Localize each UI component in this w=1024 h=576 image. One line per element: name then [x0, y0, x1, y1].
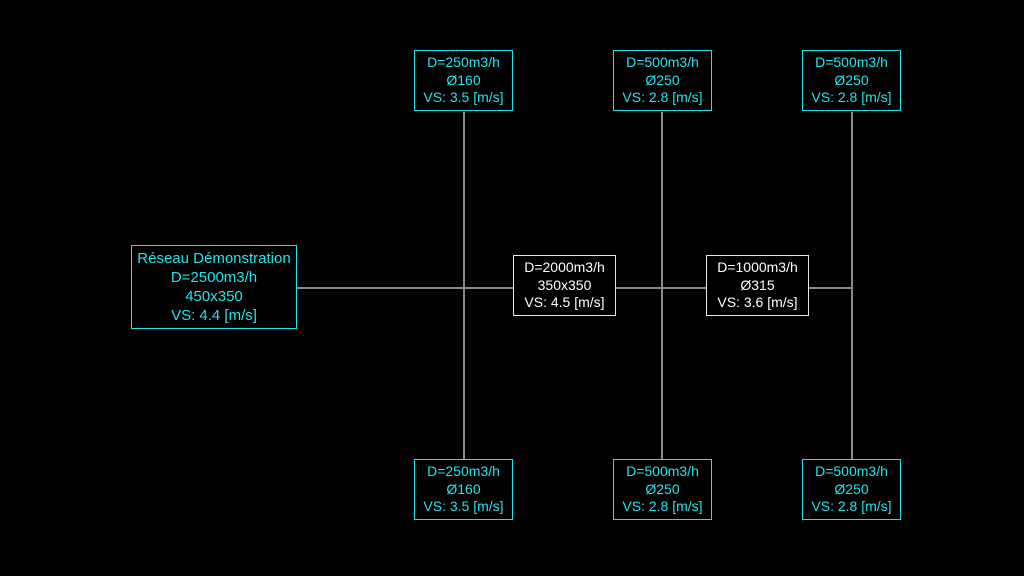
branch-riser-line-2	[661, 112, 663, 473]
node-trunk-1[interactable]: D=2000m3/h 350x350 VS: 4.5 [m/s]	[513, 255, 616, 316]
trunk-1-velocity: VS: 4.5 [m/s]	[524, 294, 605, 311]
branch-top-2-flow: D=500m3/h	[626, 53, 699, 70]
source-size: 450x350	[185, 288, 243, 305]
branch-top-1-flow: D=250m3/h	[427, 53, 500, 70]
node-branch-bottom-2[interactable]: D=500m3/h Ø250 VS: 2.8 [m/s]	[613, 459, 712, 520]
branch-top-1-velocity: VS: 3.5 [m/s]	[423, 89, 504, 106]
branch-bottom-3-size: Ø250	[834, 480, 869, 497]
branch-top-3-velocity: VS: 2.8 [m/s]	[811, 89, 892, 106]
trunk-1-flow: D=2000m3/h	[524, 258, 605, 275]
branch-riser-line-3	[851, 112, 853, 473]
branch-bottom-1-velocity: VS: 3.5 [m/s]	[423, 498, 504, 515]
source-flow: D=2500m3/h	[170, 268, 258, 286]
branch-bottom-2-size: Ø250	[645, 480, 680, 497]
branch-riser-line-1	[463, 112, 465, 473]
node-source[interactable]: Réseau Démonstration D=2500m3/h 450x350 …	[131, 245, 297, 329]
branch-top-3-size: Ø250	[834, 71, 869, 88]
branch-bottom-3-flow: D=500m3/h	[815, 462, 888, 479]
source-title: Réseau Démonstration	[137, 249, 291, 267]
branch-top-3-flow: D=500m3/h	[815, 53, 888, 70]
trunk-2-size: Ø315	[740, 276, 775, 293]
trunk-1-size: 350x350	[537, 276, 592, 293]
node-branch-top-2[interactable]: D=500m3/h Ø250 VS: 2.8 [m/s]	[613, 50, 712, 111]
node-branch-top-3[interactable]: D=500m3/h Ø250 VS: 2.8 [m/s]	[802, 50, 901, 111]
node-branch-bottom-1[interactable]: D=250m3/h Ø160 VS: 3.5 [m/s]	[414, 459, 513, 520]
trunk-2-flow: D=1000m3/h	[717, 258, 798, 275]
trunk-2-velocity: VS: 3.6 [m/s]	[717, 294, 798, 311]
source-velocity: VS: 4.4 [m/s]	[171, 307, 257, 325]
branch-bottom-2-flow: D=500m3/h	[626, 462, 699, 479]
branch-bottom-1-size: Ø160	[446, 480, 481, 497]
node-branch-top-1[interactable]: D=250m3/h Ø160 VS: 3.5 [m/s]	[414, 50, 513, 111]
branch-bottom-1-flow: D=250m3/h	[427, 462, 500, 479]
branch-top-2-size: Ø250	[645, 71, 680, 88]
branch-bottom-3-velocity: VS: 2.8 [m/s]	[811, 498, 892, 515]
branch-bottom-2-velocity: VS: 2.8 [m/s]	[622, 498, 703, 515]
branch-top-2-velocity: VS: 2.8 [m/s]	[622, 89, 703, 106]
node-branch-bottom-3[interactable]: D=500m3/h Ø250 VS: 2.8 [m/s]	[802, 459, 901, 520]
node-trunk-2[interactable]: D=1000m3/h Ø315 VS: 3.6 [m/s]	[706, 255, 809, 316]
branch-top-1-size: Ø160	[446, 71, 481, 88]
